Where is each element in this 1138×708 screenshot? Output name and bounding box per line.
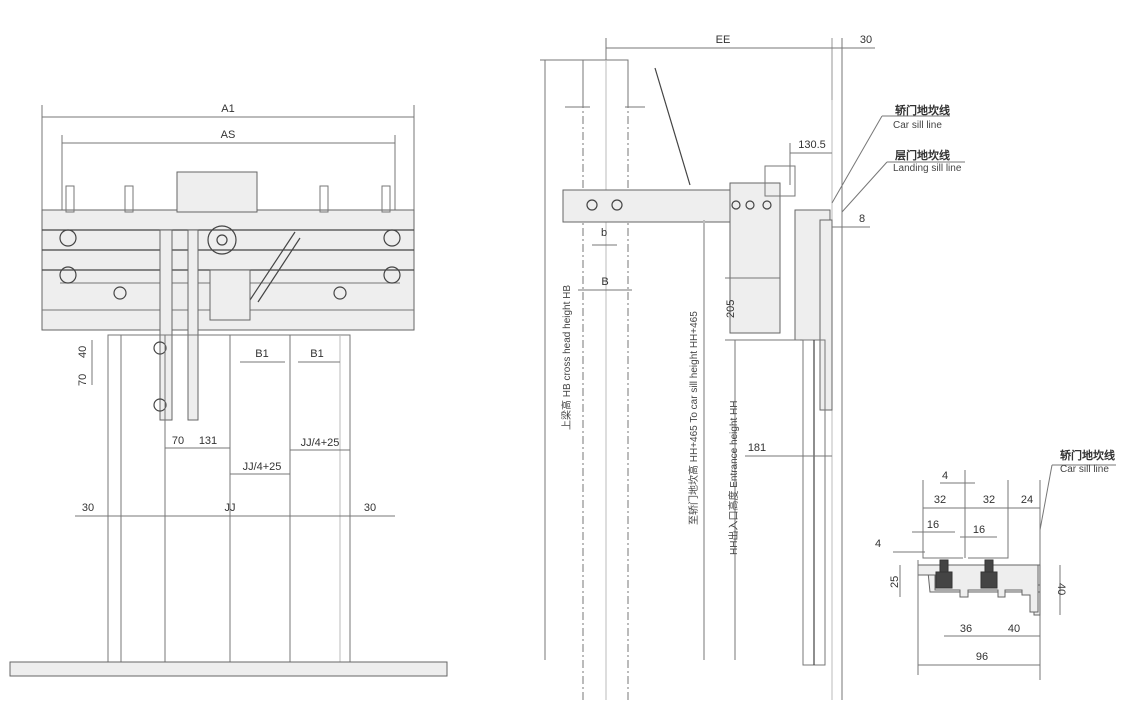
cam-arm	[159, 229, 173, 421]
dim-70-horizontal: 70	[172, 435, 184, 447]
dim-16-a: 16	[927, 519, 939, 531]
dim-25: 25	[889, 576, 901, 588]
dim-40-horizontal: 40	[1008, 623, 1020, 635]
dim-131: 131	[199, 435, 217, 447]
dim-40-vertical: 40	[1055, 583, 1067, 595]
motor	[176, 171, 258, 213]
dim-205: 205	[725, 300, 737, 318]
dim-a1: A1	[221, 103, 234, 115]
dim-96: 96	[976, 651, 988, 663]
support-rod	[654, 67, 691, 186]
dim-40-vertical: 40	[77, 346, 89, 358]
dim-130-5: 130.5	[798, 139, 826, 151]
dim-as: AS	[221, 129, 236, 141]
car-sill-label-en: Car sill line	[893, 120, 942, 131]
dim-ee: EE	[716, 34, 731, 46]
landing-sill-label-en: Landing sill line	[893, 163, 962, 174]
side-view: EE 30 上梁高 HB cross head height HB b B 至轿…	[540, 34, 965, 700]
dim-32-b: 32	[983, 494, 995, 506]
dim-30: 30	[860, 34, 872, 46]
label-hh465: 至轿门地坎高 HH+465 To car sill height HH+465	[687, 311, 700, 525]
dim-jj4-top: JJ/4+25	[301, 437, 340, 449]
drive-pulley	[207, 225, 237, 255]
dim-16-b: 16	[973, 524, 985, 536]
dim-b-large: B	[601, 276, 608, 288]
door-panels	[107, 334, 351, 663]
dim-4-left: 4	[875, 538, 881, 550]
dim-b1-right: B1	[310, 348, 323, 360]
dim-36: 36	[960, 623, 972, 635]
dim-30-right: 30	[364, 502, 376, 514]
guide-shoe	[980, 571, 998, 589]
front-view: A1 AS	[9, 103, 448, 677]
dim-4-top: 4	[942, 470, 948, 482]
dim-jj: JJ	[225, 502, 236, 514]
dim-8: 8	[859, 213, 865, 225]
dim-32-a: 32	[934, 494, 946, 506]
landing-sill-label-cn: 层门地坎线	[894, 148, 950, 162]
floor	[9, 661, 448, 677]
mounting-beam	[562, 189, 744, 223]
dim-30-left: 30	[82, 502, 94, 514]
car-sill-label-cn: 轿门地坎线	[895, 103, 950, 117]
dim-jj4-mid: JJ/4+25	[243, 461, 282, 473]
label-hb: 上梁高 HB cross head height HB	[560, 285, 573, 430]
guide-shoe	[935, 571, 953, 589]
detail-car-sill-cn: 轿门地坎线	[1060, 448, 1115, 462]
dim-181: 181	[748, 442, 766, 454]
detail-car-sill-en: Car sill line	[1060, 464, 1109, 475]
dim-b1-left: B1	[255, 348, 268, 360]
dim-24: 24	[1021, 494, 1033, 506]
label-hh: HH出入口高度 Entrance height HH	[727, 401, 740, 556]
sill-detail: 轿门地坎线 Car sill line 4 32 32 24 16 16 4 2…	[875, 448, 1116, 680]
dim-b-small: b	[601, 227, 607, 239]
dim-70-vertical: 70	[77, 374, 89, 386]
